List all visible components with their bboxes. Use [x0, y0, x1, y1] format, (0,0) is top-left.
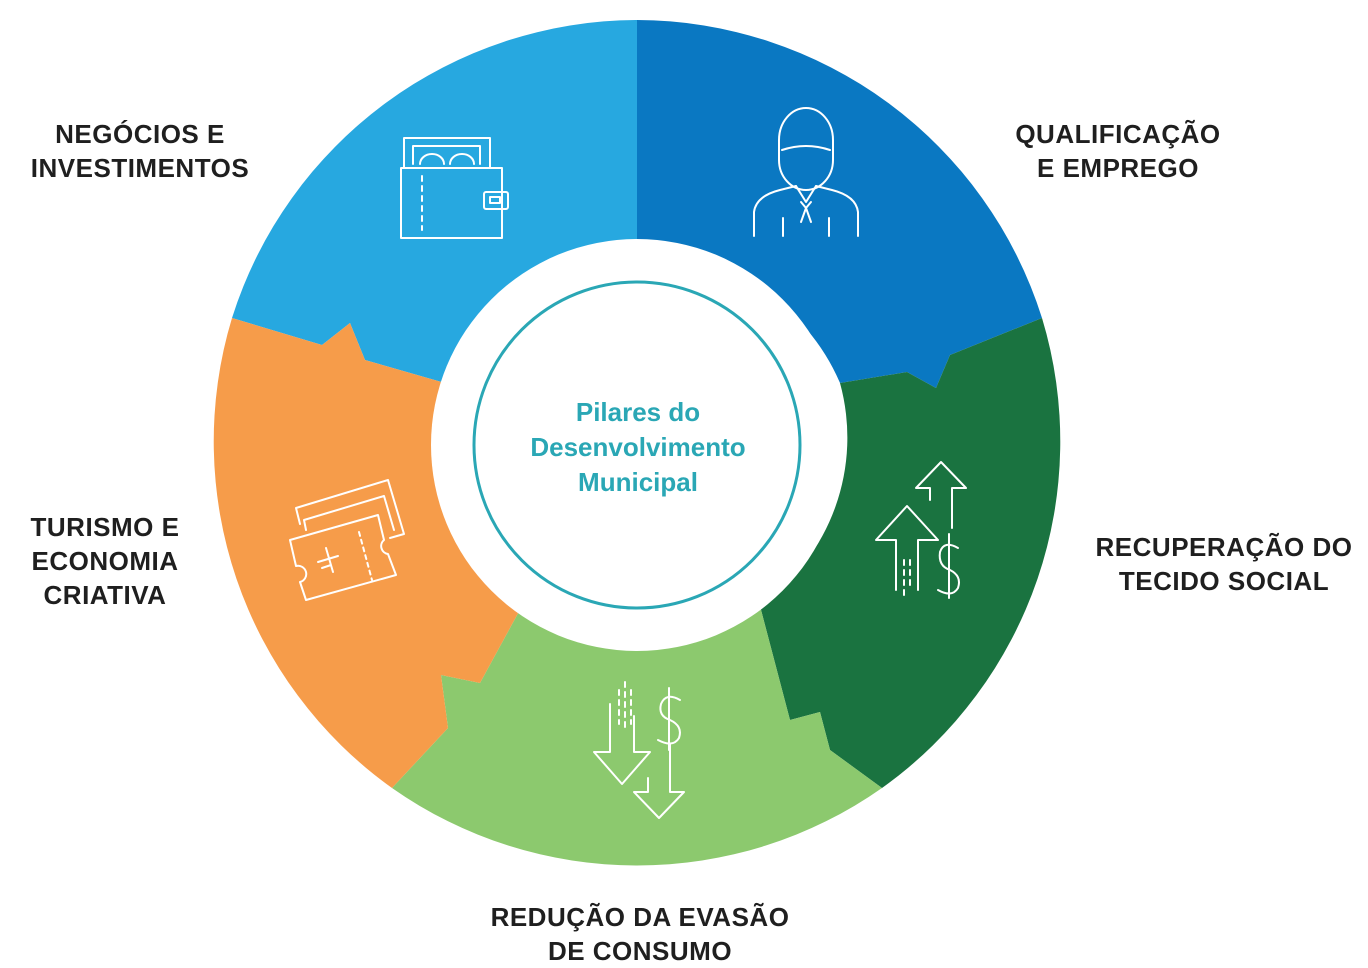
segment-recuperacao: [760, 318, 1061, 788]
pillar-label-line: E EMPREGO: [1037, 153, 1199, 183]
segment-reducao: [392, 606, 882, 866]
segment-turismo: [213, 318, 522, 788]
pillar-label-turismo: TURISMO E ECONOMIA CRIATIVA: [10, 510, 200, 612]
arrows-down-dollar-icon: [593, 681, 685, 819]
pillar-label-negocios: NEGÓCIOS E INVESTIMENTOS: [20, 117, 260, 185]
pillar-label-reducao: REDUÇÃO DA EVASÃO DE CONSUMO: [468, 900, 812, 968]
pillar-label-line: REDUÇÃO DA EVASÃO: [490, 902, 790, 932]
segment-negocios: [232, 20, 637, 383]
pillar-label-line: ECONOMIA: [31, 546, 179, 576]
center-title: Pilares do Desenvolvimento Municipal: [470, 395, 806, 500]
arrows-up-dollar-icon: [875, 461, 967, 601]
pillar-label-line: CRIATIVA: [43, 580, 167, 610]
pillar-label-line: DE CONSUMO: [547, 936, 733, 966]
pillar-label-line: INVESTIMENTOS: [30, 153, 250, 183]
center-title-line: Pilares do: [575, 397, 701, 427]
plane-ticket-icon: [289, 479, 405, 601]
segment-qualificacao: [637, 20, 1042, 388]
center-circle: [431, 239, 843, 651]
pillar-label-line: QUALIFICAÇÃO: [1015, 119, 1221, 149]
pillar-label-recuperacao: RECUPERAÇÃO DO TECIDO SOCIAL: [1080, 530, 1368, 598]
person-icon: [753, 107, 859, 237]
wallet-icon: [400, 137, 509, 239]
pillar-label-qualificacao: QUALIFICAÇÃO E EMPREGO: [1000, 117, 1236, 185]
center-ring: [472, 280, 802, 610]
pillar-label-line: RECUPERAÇÃO DO: [1095, 532, 1353, 562]
pillar-label-line: TECIDO SOCIAL: [1118, 566, 1330, 596]
pillar-label-line: TURISMO E: [30, 512, 180, 542]
center-title-line: Municipal: [578, 467, 698, 497]
center-title-line: Desenvolvimento: [530, 432, 746, 462]
pillar-label-line: NEGÓCIOS E: [55, 119, 225, 149]
